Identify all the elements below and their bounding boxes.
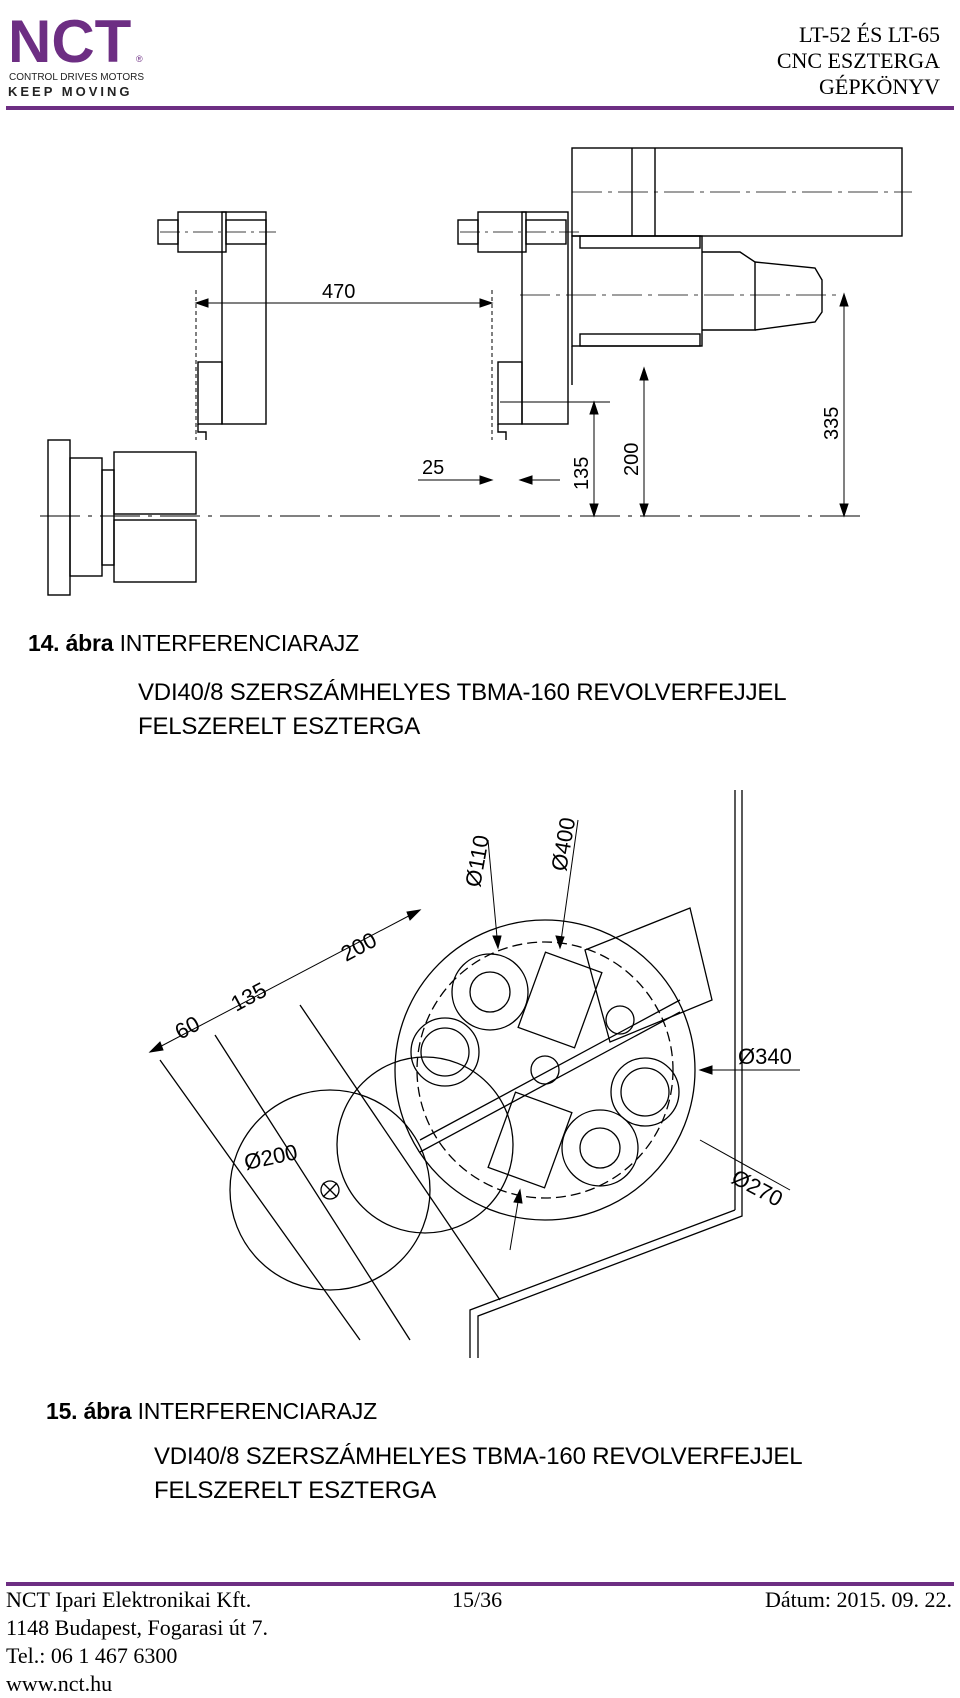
footer-web[interactable]: www.nct.hu [6,1671,113,1696]
figure14-caption: 14. ábra INTERFERENCIARAJZ [28,630,359,657]
figure14-subtitle-line2: FELSZERELT ESZTERGA [138,713,421,740]
header-rule [6,106,954,110]
doc-title: LT-52 ÉS LT-65 CNC ESZTERGA GÉPKÖNYV [777,22,940,100]
dim-dia200: Ø200 [242,1139,300,1175]
figure15-number: 15. ábra [46,1398,132,1424]
logo-tagline: CONTROL DRIVES MOTORS [9,72,144,83]
dim-135: 135 [571,457,593,490]
dim-200: 200 [337,927,381,966]
figure14-number: 14. ábra [28,630,114,656]
figure14-subtitle-line1: VDI40/8 SZERSZÁMHELYES TBMA-160 REVOLVER… [138,679,787,706]
footer-page: 15/36 [452,1587,503,1612]
dim-135: 135 [227,977,271,1016]
figure15-title: INTERFERENCIARAJZ [137,1398,378,1424]
doc-title-line1: LT-52 ÉS LT-65 [798,22,940,47]
logo-slogan: KEEP MOVING [8,84,133,99]
dim-dia400: Ø400 [546,816,580,873]
dim-335: 335 [821,407,843,440]
nct-logo: NCT ® CONTROL DRIVES MOTORS KEEP MOVING [8,8,148,100]
figure15-subtitle: VDI40/8 SZERSZÁMHELYES TBMA-160 REVOLVER… [154,1440,803,1508]
footer-date: Dátum: 2015. 09. 22. [765,1587,952,1612]
footer-rule [6,1582,954,1586]
dim-dia110: Ø110 [460,833,494,889]
doc-title-line3: GÉPKÖNYV [819,74,940,99]
dim-470: 470 [322,281,355,303]
dim-dia340: Ø340 [738,1044,792,1069]
figure14-subtitle: VDI40/8 SZERSZÁMHELYES TBMA-160 REVOLVER… [138,676,787,744]
figure15-caption: 15. ábra INTERFERENCIARAJZ [46,1398,377,1425]
figure14-title: INTERFERENCIARAJZ [119,630,360,656]
figure15-drawing: 60 135 200 Ø110 Ø400 Ø340 Ø200 Ø270 [148,790,800,1358]
dim-200: 200 [621,443,643,476]
figure15-subtitle-line1: VDI40/8 SZERSZÁMHELYES TBMA-160 REVOLVER… [154,1443,803,1470]
dim-25: 25 [422,457,444,479]
logo-text: NCT [8,8,131,75]
figure14-drawing: 470 25 135 200 335 [40,147,912,596]
footer-phone: Tel.: 06 1 467 6300 [6,1643,178,1668]
dim-60: 60 [171,1011,204,1045]
logo-reg: ® [136,54,143,64]
footer-address: 1148 Budapest, Fogarasi út 7. [6,1615,268,1640]
figure15-subtitle-line2: FELSZERELT ESZTERGA [154,1477,437,1504]
footer-company: NCT Ipari Elektronikai Kft. [6,1587,252,1612]
doc-title-line2: CNC ESZTERGA [776,48,940,73]
